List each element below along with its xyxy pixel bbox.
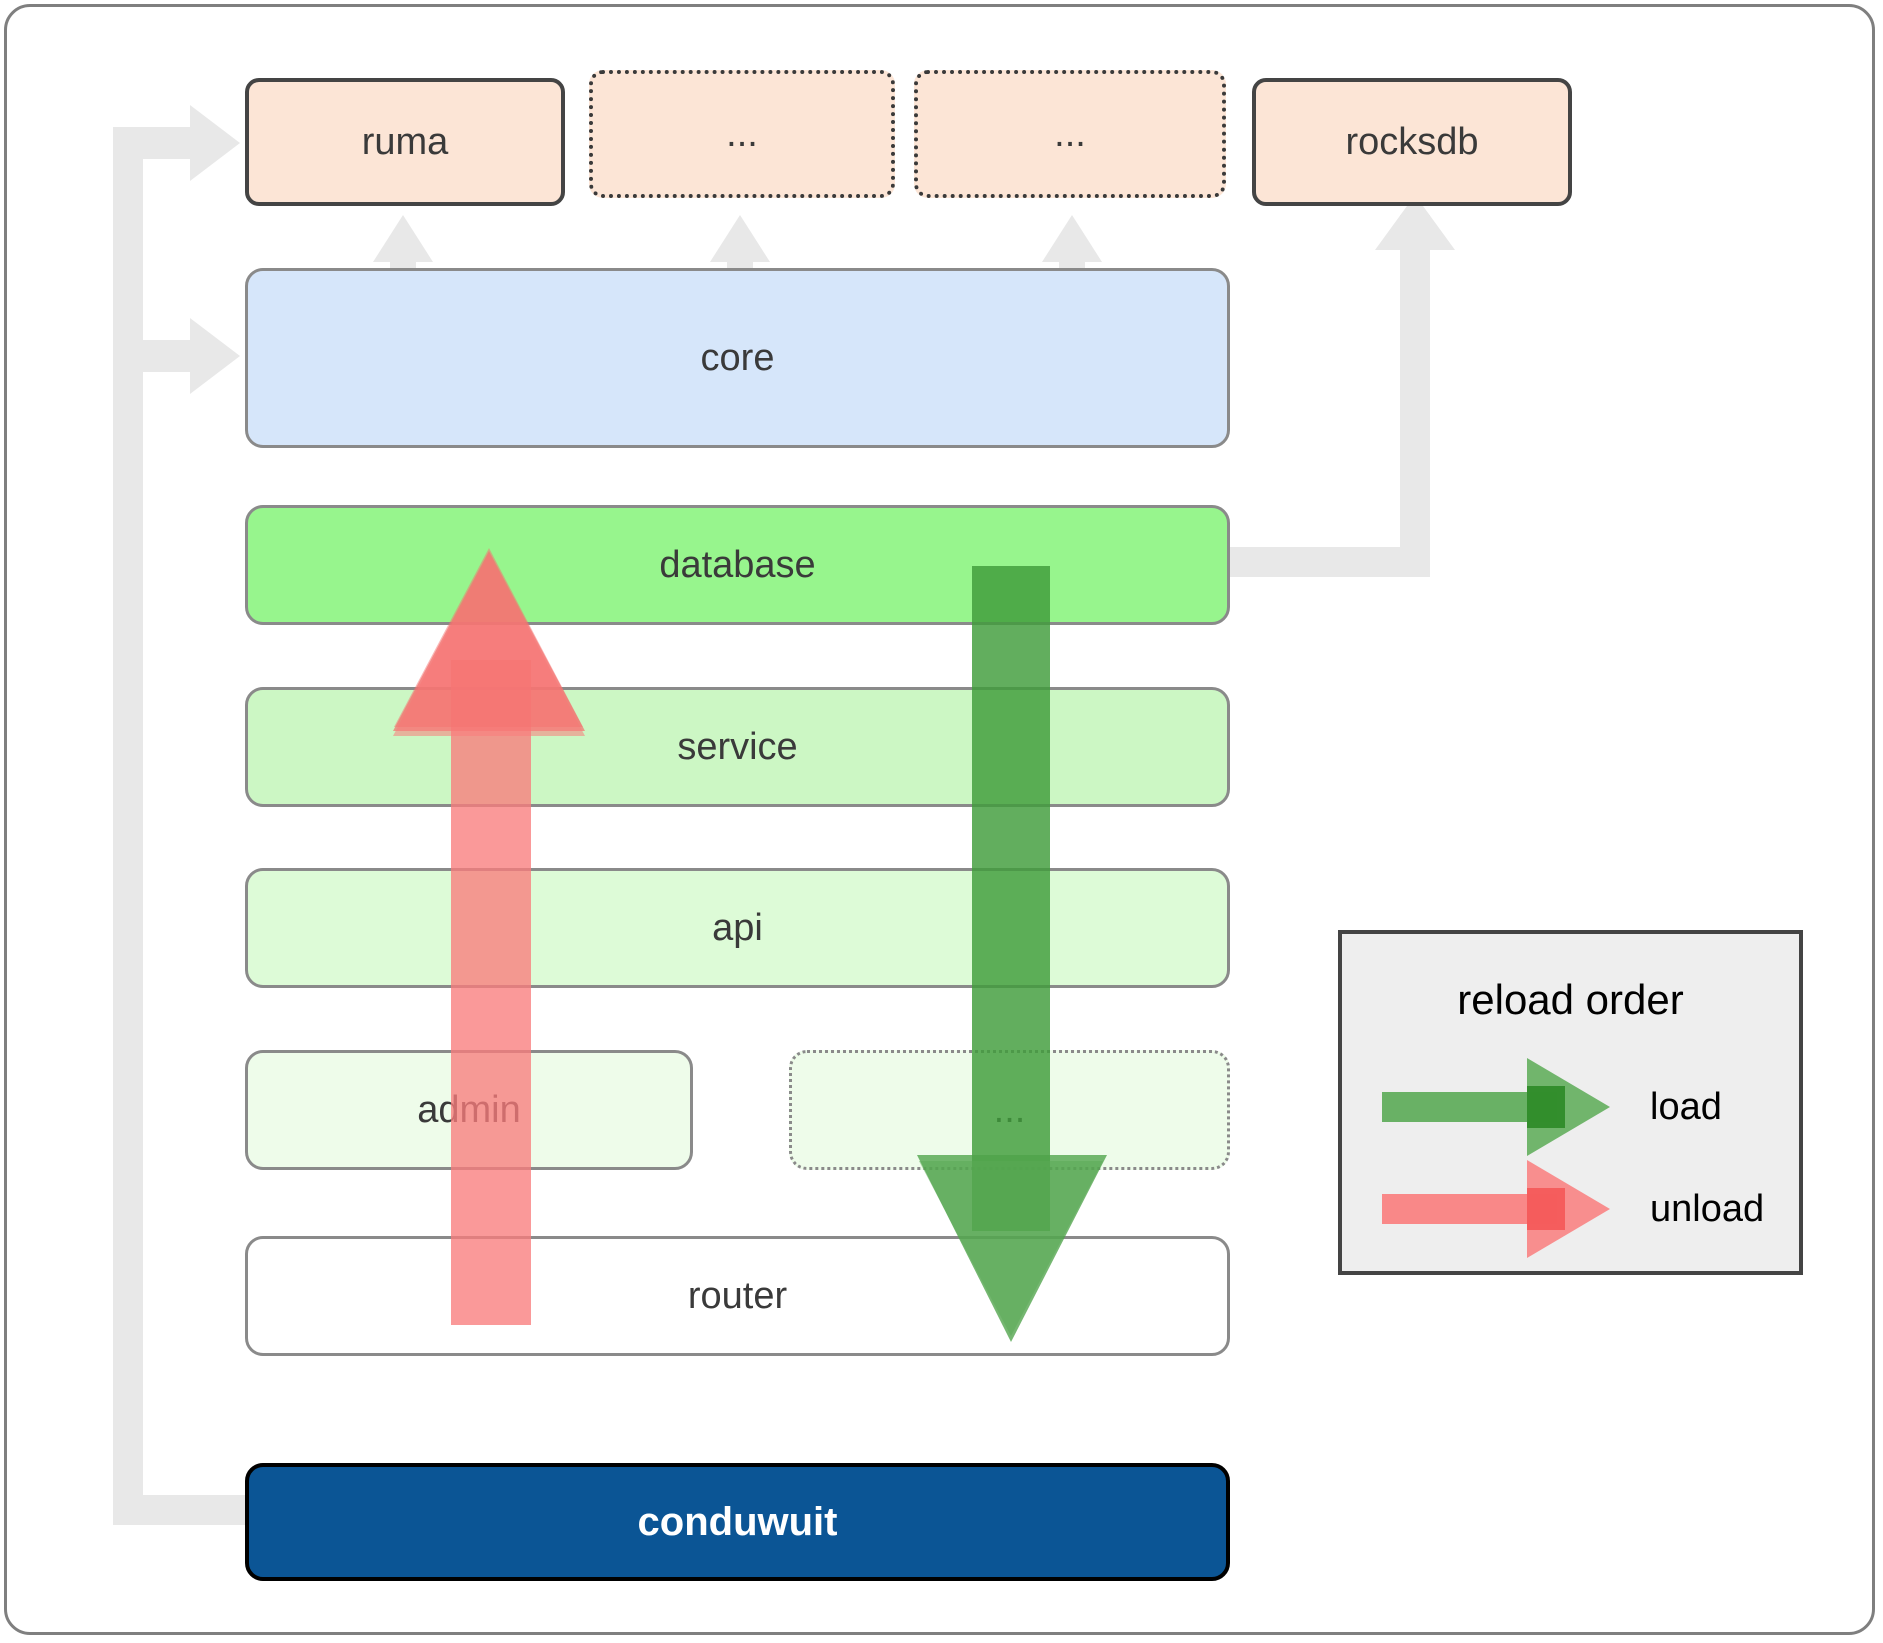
legend-load-head	[1527, 1058, 1610, 1156]
node-api[interactable]: api	[245, 868, 1230, 988]
legend-unload-arrow-icon	[1382, 1160, 1610, 1258]
legend-unload-overlap	[1527, 1188, 1565, 1230]
node-database[interactable]: database	[245, 505, 1230, 625]
legend-panel: reload order load unload	[1338, 930, 1803, 1275]
legend-arrow-icons	[1382, 1058, 1610, 1258]
legend-load-arrow-icon	[1382, 1058, 1610, 1156]
node-rocksdb-label: rocksdb	[1345, 120, 1479, 163]
diagram-frame	[4, 4, 1875, 1635]
node-ellipsis-mid[interactable]: ...	[789, 1050, 1230, 1170]
node-core[interactable]: core	[245, 268, 1230, 448]
node-database-label: database	[659, 543, 816, 586]
node-admin[interactable]: admin	[245, 1050, 693, 1170]
legend-load-overlap	[1527, 1086, 1565, 1128]
node-rocksdb[interactable]: rocksdb	[1252, 78, 1572, 206]
node-ellipsis-top-2[interactable]: ...	[914, 70, 1226, 198]
legend-unload-head	[1527, 1160, 1610, 1258]
node-ellipsis-top-1-label: ...	[726, 112, 758, 155]
node-core-label: core	[700, 336, 775, 379]
node-ellipsis-top-1[interactable]: ...	[589, 70, 895, 198]
node-api-label: api	[712, 906, 763, 949]
node-ruma[interactable]: ruma	[245, 78, 565, 206]
node-conduwuit-label: conduwuit	[637, 1499, 838, 1544]
legend-title: reload order	[1457, 976, 1684, 1023]
node-ruma-label: ruma	[361, 120, 449, 163]
node-conduwuit[interactable]: conduwuit	[245, 1463, 1230, 1581]
node-router[interactable]: router	[245, 1236, 1230, 1356]
legend-label-unload: unload	[1650, 1188, 1765, 1230]
node-ellipsis-mid-label: ...	[993, 1088, 1026, 1131]
node-service-label: service	[677, 725, 798, 768]
node-router-label: router	[687, 1274, 788, 1317]
legend-label-load: load	[1650, 1086, 1722, 1128]
node-admin-label: admin	[417, 1088, 521, 1131]
node-service[interactable]: service	[245, 687, 1230, 807]
node-ellipsis-top-2-label: ...	[1054, 112, 1086, 155]
